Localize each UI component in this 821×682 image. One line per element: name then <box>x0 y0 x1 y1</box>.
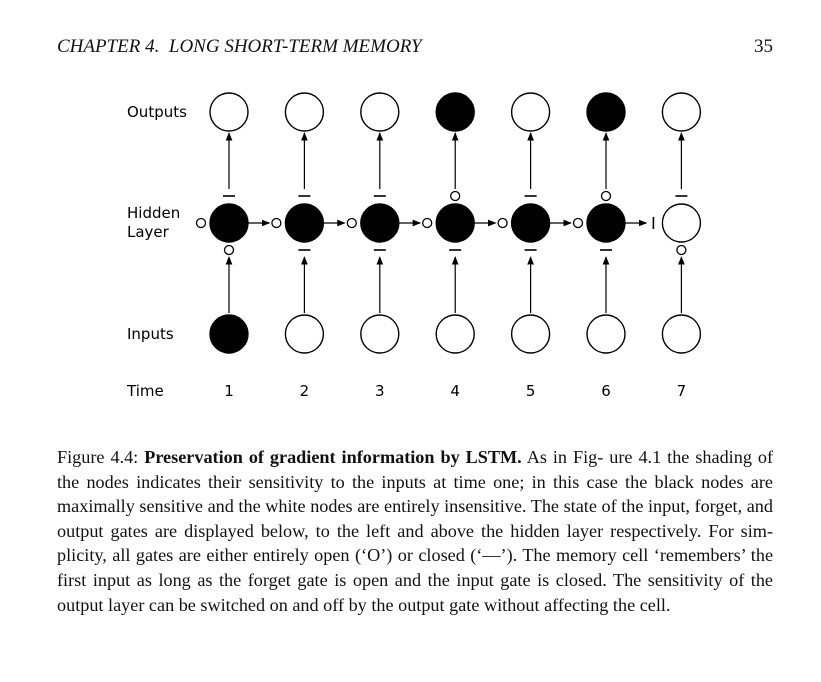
caption-line-8: is closed. The sensitivity of the output… <box>57 569 774 615</box>
time-label-7: 7 <box>677 382 687 400</box>
time-label-6: 6 <box>601 382 611 400</box>
output-node-7 <box>661 92 702 132</box>
time-label-4: 4 <box>450 382 460 400</box>
chapter-name: LONG SHORT-TERM MEMORY <box>168 36 422 57</box>
output-node-2 <box>284 92 325 132</box>
caption-line-3: one; in this case the black nodes are ma… <box>57 471 774 517</box>
hidden-node-5 <box>510 203 551 243</box>
forget-gate-3-open <box>346 217 357 229</box>
forget-gate-2-open <box>271 217 282 229</box>
row-label-inputs: Inputs <box>127 325 174 343</box>
input-node-3 <box>360 314 400 354</box>
hidden-node-7 <box>661 203 702 243</box>
input-gate-1-open <box>223 244 235 256</box>
forget-gate-5-open <box>497 217 508 229</box>
time-label-1: 1 <box>224 382 234 400</box>
forget-gate-4-open <box>422 217 433 229</box>
output-node-4 <box>435 92 475 132</box>
output-node-3 <box>360 92 400 132</box>
row-label-time: Time <box>126 382 164 400</box>
forget-gate-6-open <box>572 217 584 229</box>
hidden-node-4 <box>435 203 475 243</box>
input-node-7 <box>661 314 702 354</box>
row-label-outputs: Outputs <box>127 103 187 121</box>
chapter-number: CHAPTER 4. <box>57 36 160 57</box>
row-label-hidden-line2: Layer <box>127 223 170 241</box>
page-number: 35 <box>754 36 773 57</box>
time-label-3: 3 <box>375 382 385 400</box>
time-label-2: 2 <box>300 382 310 400</box>
caption-label: Figure 4.4: <box>57 447 139 467</box>
row-label-hidden-line1: Hidden <box>127 204 180 222</box>
time-label-5: 5 <box>526 382 536 400</box>
output-node-1 <box>209 92 249 132</box>
forget-gate-1-open <box>195 217 207 229</box>
input-node-6 <box>586 314 626 354</box>
output-node-5 <box>510 92 551 132</box>
hidden-node-2 <box>284 203 325 243</box>
figure-caption: Figure 4.4: Preservation of gradient inf… <box>57 445 773 617</box>
caption-line-9: output gate without affecting the cell. <box>398 594 671 615</box>
output-gate-4-open <box>450 190 461 202</box>
caption-line-6: plicity, all gates are either entirely o… <box>57 545 649 566</box>
figure-network: 1 2 3 4 5 6 7 <box>195 92 702 400</box>
caption-line-1: As in Fig- <box>526 447 604 467</box>
caption-line-5: displayed below, to the left and above t… <box>184 520 773 541</box>
input-node-2 <box>284 314 325 354</box>
input-node-5 <box>510 314 551 354</box>
caption-line-2: ure 4.1 the shading of the nodes indicat… <box>57 447 774 492</box>
output-node-6 <box>586 92 626 132</box>
caption-line-4: are entirely insensitive. The state of t… <box>57 496 773 541</box>
running-header: CHAPTER 4. LONG SHORT-TERM MEMORY 35 <box>57 36 773 62</box>
output-gate-6-open <box>600 190 612 202</box>
chapter-title: CHAPTER 4. LONG SHORT-TERM MEMORY <box>57 36 422 58</box>
lstm-gradient-figure: Outputs Hidden Layer Inputs Time 1 2 3 4 5 6 7 <box>126 92 702 400</box>
input-gate-7-open <box>676 244 687 256</box>
input-node-4 <box>435 314 475 354</box>
input-node-1 <box>209 314 249 354</box>
caption-line-7: ‘remembers’ the first input as long as t… <box>57 545 774 590</box>
caption-title: Preservation of gradient information by … <box>144 447 522 467</box>
hidden-node-3 <box>360 203 400 243</box>
hidden-node-6 <box>586 203 626 243</box>
hidden-node-1 <box>209 203 249 243</box>
